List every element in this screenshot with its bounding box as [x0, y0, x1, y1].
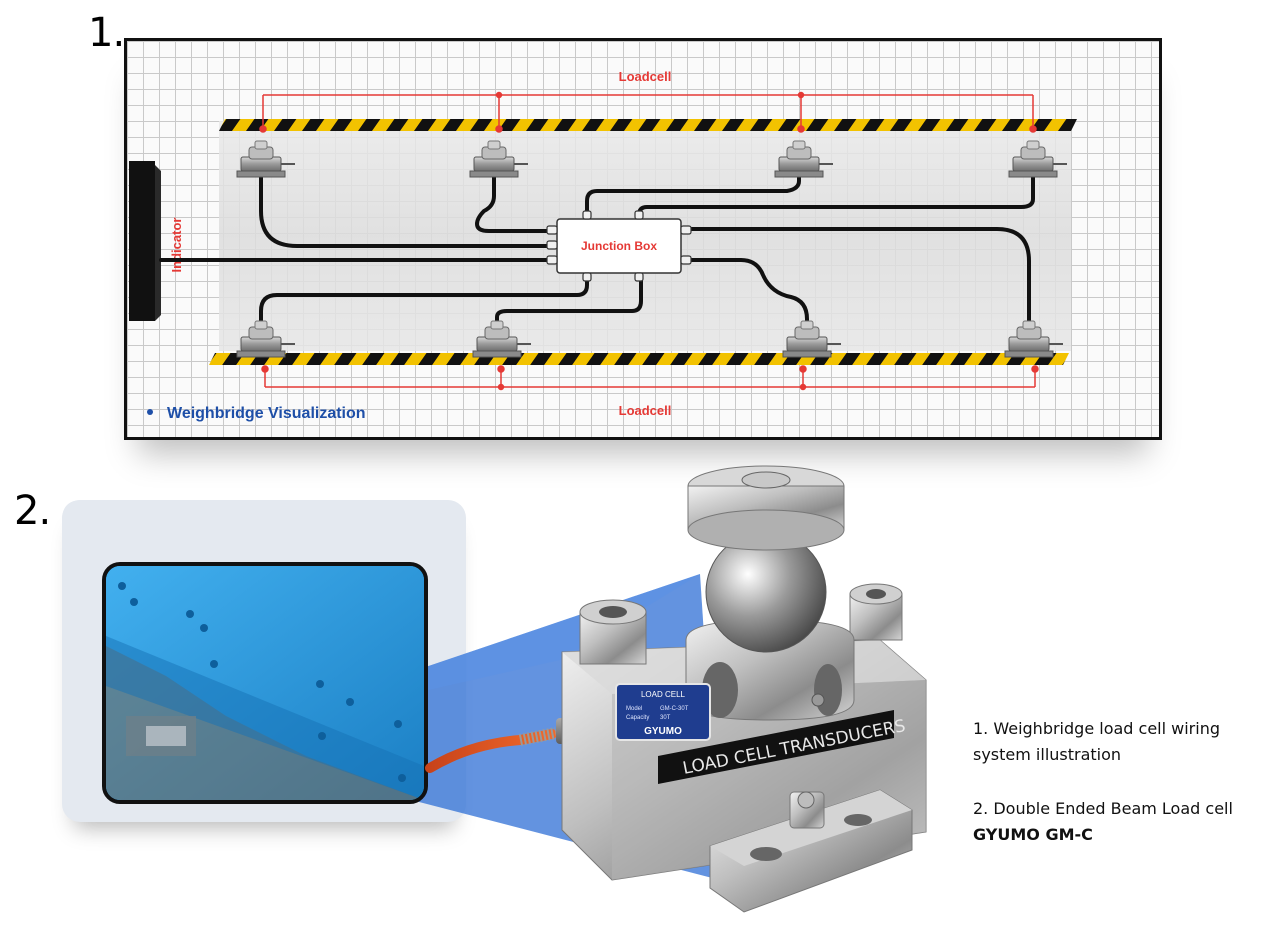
caption-2-line-1: 2. Double Ended Beam Load cell — [973, 799, 1233, 818]
cable-group — [159, 171, 1035, 331]
top-hazard-stripe — [219, 119, 1077, 131]
sticker-model-value: GM-C-30T — [660, 706, 689, 712]
bottom-hazard-stripe — [209, 353, 1069, 365]
wiring-diagram-svg: Indicator Junction Box — [129, 69, 1077, 418]
sticker-capacity-value: 30T — [660, 715, 671, 721]
caption-1-line-1: 1. Weighbridge load cell wiring — [973, 719, 1220, 738]
section-number-1: 1. — [88, 10, 125, 56]
caption-1-line-2: system illustration — [973, 745, 1122, 764]
bottom-loadcell-leader — [261, 365, 1039, 391]
indicator-unit — [129, 161, 155, 321]
product-sticker — [615, 683, 711, 741]
top-loadcell-label: Loadcell — [619, 69, 672, 84]
installation-photo — [102, 562, 428, 804]
caption-2: 2. Double Ended Beam Load cell GYUMO GM-… — [973, 796, 1263, 848]
weighbridge-diagram-panel: Indicator Junction Box — [124, 38, 1162, 440]
sticker-brand: GYUMO — [644, 726, 682, 737]
visualization-caption-text: Weighbridge Visualization — [167, 405, 366, 422]
caption-2-line-2: GYUMO GM-C — [973, 825, 1093, 844]
caption-1: 1. Weighbridge load cell wiring system i… — [973, 716, 1263, 768]
sticker-title: LOAD CELL — [641, 690, 686, 699]
section-number-2: 2. — [14, 488, 51, 534]
sticker-model-label: Model — [626, 706, 642, 712]
junction-box-label: Junction Box — [581, 239, 657, 253]
sticker-capacity-label: Capacity — [626, 715, 649, 721]
bullet-icon — [147, 408, 153, 415]
visualization-caption: Weighbridge Visualization — [147, 405, 366, 423]
bottom-loadcell-label: Loadcell — [619, 403, 672, 418]
product-body-label-band — [658, 710, 894, 784]
figure-captions: 1. Weighbridge load cell wiring system i… — [973, 716, 1263, 848]
top-loadcell-leader — [259, 91, 1037, 133]
